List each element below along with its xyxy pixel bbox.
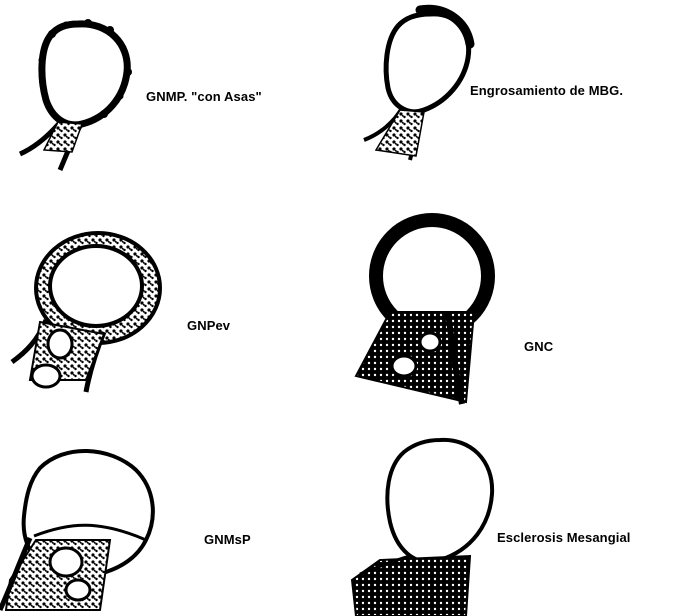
glomerulus-esclerosis-mesangial — [352, 440, 492, 616]
panel-label-gnmp-con-asas: GNMP. "con Asas" — [146, 89, 262, 104]
panel-label-esclerosis-mesangial: Esclerosis Mesangial — [497, 530, 631, 545]
panel-label-gnc: GNC — [524, 339, 553, 354]
glomerulus-gnpev — [12, 233, 160, 392]
panel-label-engrosamiento-mbg: Engrosamiento de MBG. — [470, 83, 623, 98]
glomerulus-gnmsp — [0, 451, 153, 610]
panel-label-gnmsp: GNMsP — [204, 532, 251, 547]
panel-label-gnpev: GNPev — [187, 318, 230, 333]
glomerulus-gnmp-con-asas — [20, 19, 132, 170]
glomerulus-engrosamiento-mbg — [364, 9, 470, 160]
glomerulus-gnc — [356, 220, 488, 404]
